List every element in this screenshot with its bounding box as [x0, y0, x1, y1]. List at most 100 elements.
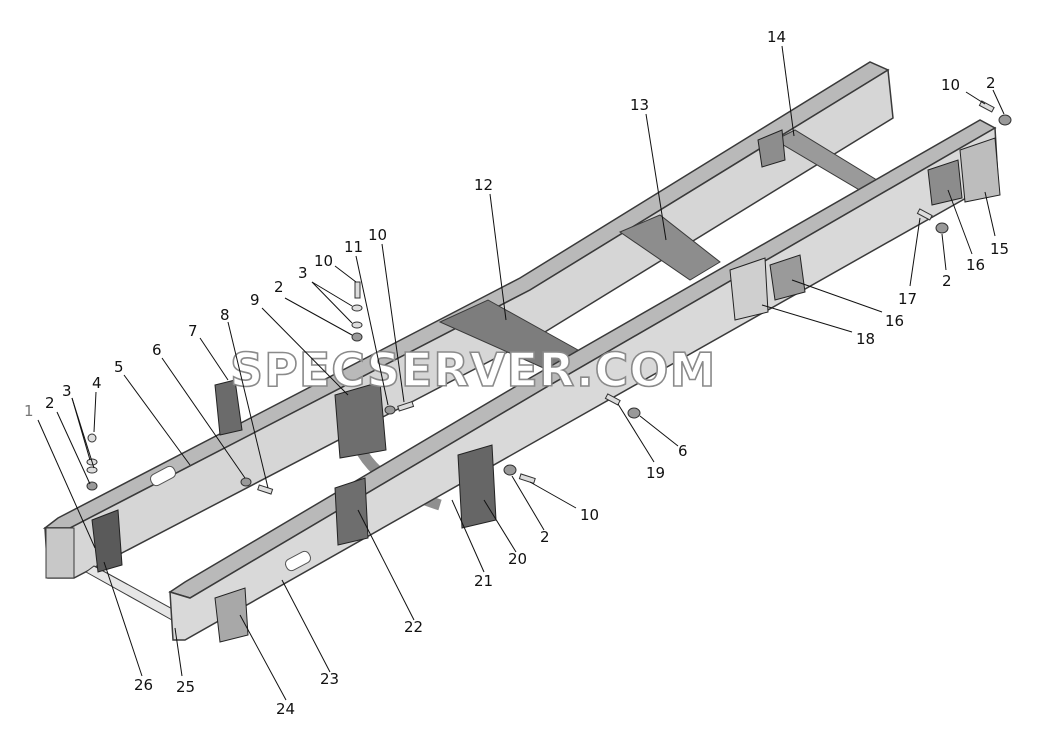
callout-2a: 2 — [45, 394, 55, 412]
leader-25 — [174, 627, 183, 677]
callout-26: 26 — [134, 676, 153, 694]
bolt-10b — [354, 281, 361, 299]
bolt-8 — [257, 484, 274, 495]
leader-5 — [123, 374, 191, 466]
leader-6a — [161, 357, 246, 479]
leader-15 — [984, 191, 996, 237]
leader-lines — [37, 45, 1005, 701]
callout-16b: 16 — [885, 312, 904, 330]
leader-10d — [529, 481, 577, 509]
leader-23 — [281, 579, 331, 673]
callout-6a: 6 — [152, 341, 162, 359]
bolt-10c — [397, 400, 415, 412]
leader-24 — [239, 614, 287, 701]
bracket-16-middle — [769, 254, 806, 301]
leader-2a — [56, 411, 91, 485]
leader-12 — [489, 193, 507, 321]
callout-18: 18 — [856, 330, 875, 348]
left-rail-front-plate — [45, 527, 75, 579]
leader-16b — [791, 279, 883, 313]
bracket-24 — [214, 587, 249, 643]
nut-11 — [384, 405, 396, 415]
nut-2c — [998, 114, 1012, 126]
callout-2c: 2 — [986, 74, 996, 92]
leader-8 — [227, 321, 269, 489]
callout-13: 13 — [630, 96, 649, 114]
leader-11 — [355, 255, 389, 406]
leader-20 — [483, 499, 517, 553]
callout-15: 15 — [990, 240, 1009, 258]
callout-11: 11 — [344, 238, 363, 256]
callout-10d: 10 — [580, 506, 599, 524]
bolt-4 — [87, 433, 97, 443]
leader-7 — [199, 337, 229, 381]
leader-10c — [965, 91, 986, 105]
bolt-17 — [916, 208, 933, 221]
bracket-15 — [959, 137, 1001, 203]
callout-20: 20 — [508, 550, 527, 568]
callout-14: 14 — [767, 28, 786, 46]
callout-25: 25 — [176, 678, 195, 696]
leader-17 — [909, 217, 921, 287]
bracket-16-rear — [927, 159, 963, 206]
nut-2b — [351, 332, 363, 342]
spring-bracket-7 — [214, 379, 243, 436]
callout-10c: 10 — [941, 76, 960, 94]
leader-3b2 — [311, 281, 353, 324]
callout-8: 8 — [220, 306, 230, 324]
spring-bracket-9 — [334, 381, 387, 459]
leader-4 — [93, 391, 97, 433]
nut-2a — [86, 481, 98, 491]
callout-5: 5 — [114, 358, 124, 376]
left-rail-slot — [149, 465, 177, 487]
callout-4: 4 — [92, 374, 102, 392]
callout-17: 17 — [898, 290, 917, 308]
callout-2d: 2 — [942, 272, 952, 290]
washer-3d — [351, 321, 363, 329]
front-cross-tube — [85, 565, 179, 621]
callout-2b: 2 — [274, 278, 284, 296]
leader-10a — [334, 265, 357, 283]
callout-10a: 10 — [314, 252, 333, 270]
callout-7: 7 — [188, 322, 198, 340]
leader-2c — [992, 89, 1005, 115]
callout-12: 12 — [474, 176, 493, 194]
leader-9 — [261, 307, 349, 396]
leader-16a — [947, 189, 973, 255]
bolt-19 — [604, 393, 621, 406]
leader-10b — [381, 243, 405, 403]
callout-24: 24 — [276, 700, 295, 718]
spring-bracket-22 — [334, 477, 369, 546]
nut-2d — [935, 222, 949, 234]
crossmember-middle — [618, 214, 721, 281]
spring-bracket-20 — [457, 444, 497, 529]
nut-2e — [503, 464, 517, 476]
brackets — [91, 129, 1001, 643]
callout-21: 21 — [474, 572, 493, 590]
nut-6a — [240, 477, 252, 487]
leader-14 — [781, 45, 795, 137]
washer-3b — [86, 466, 98, 474]
leader-19 — [617, 403, 655, 463]
callout-23: 23 — [320, 670, 339, 688]
callout-1: 1 — [24, 402, 34, 420]
watermark: SPECSERVER.COM — [230, 343, 716, 397]
leader-3a2 — [71, 397, 95, 469]
leader-2b — [284, 297, 353, 336]
callout-6b: 6 — [678, 442, 688, 460]
leader-2d — [941, 233, 947, 271]
leader-22 — [357, 509, 415, 621]
callout-2e: 2 — [540, 528, 550, 546]
nut-6b — [627, 407, 641, 419]
leader-3b1 — [311, 281, 353, 307]
callout-16a: 16 — [966, 256, 985, 274]
leader-18 — [761, 304, 853, 333]
bracket-18 — [729, 257, 769, 321]
callout-10b: 10 — [368, 226, 387, 244]
right-rail-slot — [284, 550, 312, 572]
leader-26 — [103, 561, 143, 677]
callout-9: 9 — [250, 291, 260, 309]
callout-19: 19 — [646, 464, 665, 482]
